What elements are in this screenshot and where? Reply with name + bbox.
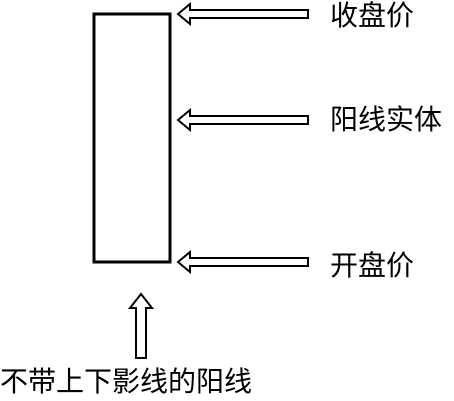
arrow-body-icon [176,107,309,133]
open-price-label: 开盘价 [330,249,415,282]
arrow-caption-icon [127,292,155,359]
candle-body-label: 阳线实体 [330,103,443,136]
arrow-open-icon [176,249,309,275]
close-price-label: 收盘价 [330,0,415,32]
caption-label: 不带上下影线的阳线 [0,365,253,398]
candle-body-rect [92,12,172,264]
arrow-close-icon [176,1,309,27]
